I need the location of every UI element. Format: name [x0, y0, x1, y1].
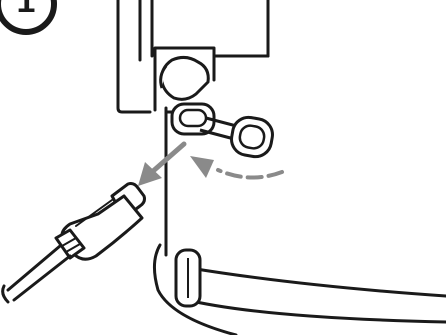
- rotate-arrow-icon: [190, 156, 284, 180]
- device-body: [116, 0, 446, 335]
- base-latch: [174, 248, 202, 308]
- step-badge-circle: [0, 0, 57, 35]
- step-badge: 1: [0, 0, 57, 35]
- usb-c-cable-icon: [1, 182, 146, 304]
- cable-plug-connected: [159, 55, 210, 101]
- step-number: 1: [17, 0, 36, 20]
- lever-tab: [170, 102, 274, 159]
- remove-arrow-icon: [138, 141, 187, 186]
